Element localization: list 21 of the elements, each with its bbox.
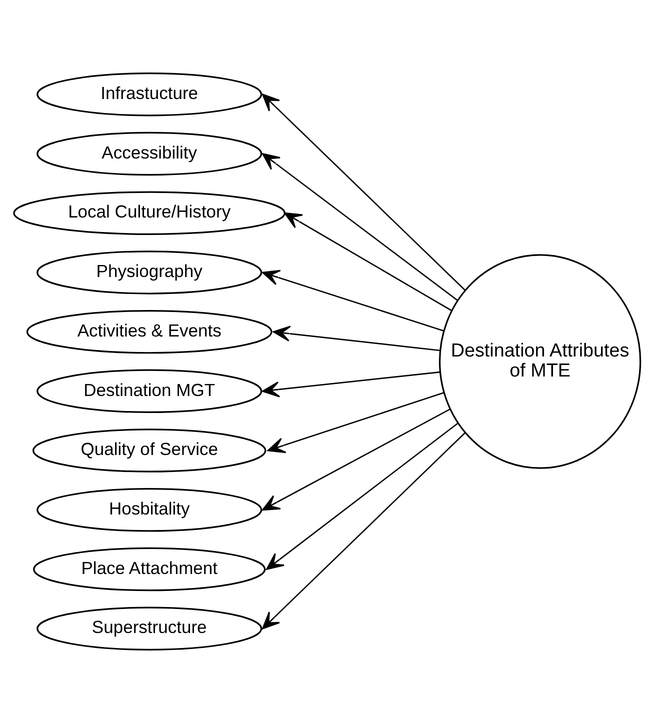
arrow [267,392,444,454]
node-ellipse: Superstructure [36,606,262,650]
node-ellipse: Physiography [36,250,262,294]
arrow [262,371,440,398]
arrow [262,432,466,630]
node-ellipse: Activities & Events [26,310,272,354]
node-ellipse: Accessibility [36,132,262,176]
arrow [262,94,466,291]
node-ellipse: Place Attachment [33,547,266,592]
node-ellipse: Hosbitality [36,488,262,532]
node-ellipse: Destination MGT [36,369,262,414]
node-ellipse: Quality of Service [32,428,266,472]
arrow [262,270,444,332]
arrow [262,153,458,302]
arrow [266,422,459,570]
node-ellipse: Infrastucture [36,72,262,116]
node-ellipse: Local Culture/History [13,191,286,235]
arrow [272,326,440,352]
node-circle: Destination Attributes of MTE [438,254,642,469]
arrow [262,408,451,511]
arrow [284,212,452,312]
